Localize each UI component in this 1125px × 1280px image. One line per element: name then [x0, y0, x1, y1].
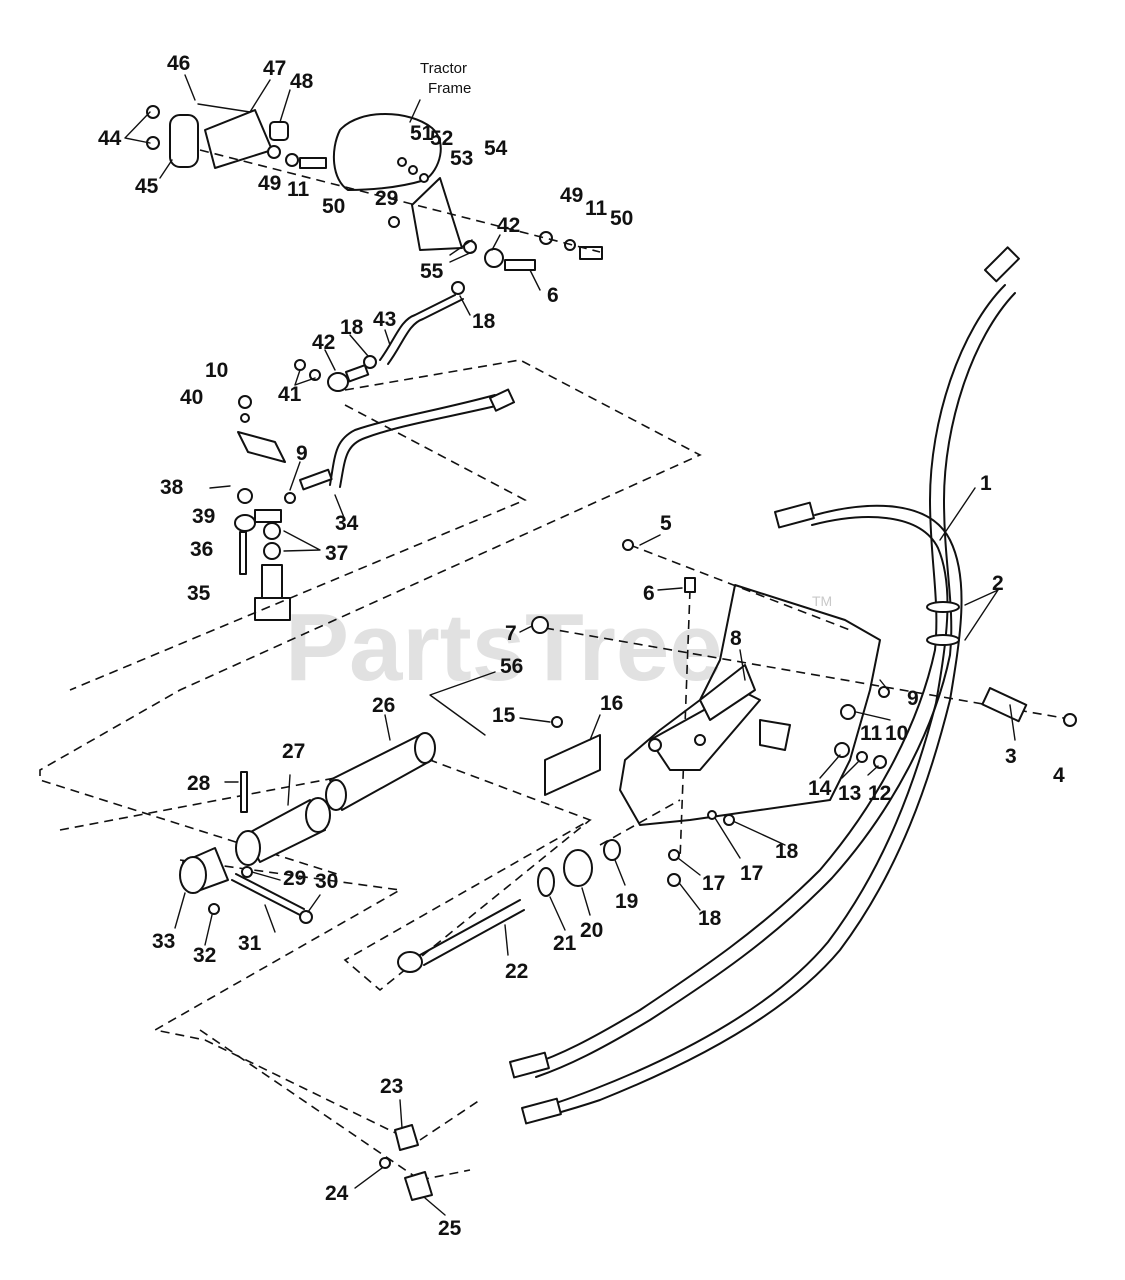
cylinder-assembly	[179, 732, 436, 924]
callout-6b: 6	[547, 284, 559, 307]
callout-25: 25	[438, 1217, 462, 1240]
frame-label-line1: Tractor	[420, 60, 467, 77]
callout-19: 19	[615, 890, 638, 913]
callout-40: 40	[180, 386, 203, 409]
callout-51: 51	[410, 122, 434, 145]
callout-8: 8	[730, 627, 742, 650]
lever-pivot-assembly	[209, 395, 291, 621]
callout-42a: 42	[312, 331, 335, 354]
callout-10a: 10	[885, 722, 908, 745]
shift-lever	[284, 388, 516, 504]
callout-42b: 42	[497, 214, 520, 237]
callout-31: 31	[238, 932, 262, 955]
callout-53: 53	[450, 147, 473, 170]
callout-44: 44	[98, 127, 122, 150]
callout-11c: 11	[585, 197, 608, 220]
tractor-frame: Tractor Frame	[332, 60, 471, 191]
callout-39: 39	[192, 505, 215, 528]
callout-16: 16	[600, 692, 623, 715]
callout-48: 48	[290, 70, 314, 93]
callout-38: 38	[160, 476, 184, 499]
callout-49a: 49	[258, 172, 281, 195]
callout-32: 32	[193, 944, 216, 967]
callout-6a: 6	[643, 582, 655, 605]
callout-20: 20	[580, 919, 603, 942]
callout-55: 55	[420, 260, 444, 283]
frame-label-line2: Frame	[428, 80, 471, 97]
callout-35: 35	[187, 582, 211, 605]
callout-11a: 11	[860, 722, 883, 745]
callout-4: 4	[1053, 764, 1065, 787]
callout-17b: 17	[702, 872, 725, 895]
callout-47: 47	[263, 57, 286, 80]
callout-46: 46	[167, 52, 190, 75]
callout-28: 28	[187, 772, 211, 795]
callout-22: 22	[505, 960, 528, 983]
callout-9b: 9	[296, 442, 308, 465]
callout-26: 26	[372, 694, 395, 717]
callout-labels: 1 2 3 4 5 6 6 7 8 9 9 10 10 11 11 11 12 …	[98, 52, 1065, 1240]
callout-49b: 49	[560, 184, 583, 207]
callout-12: 12	[868, 782, 891, 805]
callout-33: 33	[152, 930, 175, 953]
callout-14: 14	[808, 777, 832, 800]
upper-bracket-assembly	[146, 103, 603, 271]
callout-41: 41	[278, 383, 302, 406]
watermark-trademark: TM	[812, 593, 832, 609]
callout-29a: 29	[283, 867, 306, 890]
callout-34: 34	[335, 512, 359, 535]
leader-lines	[124, 74, 1016, 1216]
callout-13: 13	[838, 782, 861, 805]
callout-23: 23	[380, 1075, 403, 1098]
callout-24: 24	[325, 1182, 349, 1205]
callout-56: 56	[500, 655, 523, 678]
callout-36: 36	[190, 538, 213, 561]
callout-3: 3	[1005, 745, 1017, 768]
callout-54: 54	[484, 137, 508, 160]
callout-11b: 11	[287, 178, 310, 201]
mounting-plate	[544, 584, 881, 826]
callout-52: 52	[430, 127, 453, 150]
callout-50b: 50	[610, 207, 633, 230]
hose-fittings	[379, 1124, 433, 1201]
watermark: PartsTree	[285, 594, 723, 701]
callout-29b: 29	[375, 187, 398, 210]
callout-18b: 18	[698, 907, 722, 930]
callout-18a: 18	[775, 840, 799, 863]
callout-1: 1	[980, 472, 992, 495]
callout-5: 5	[660, 512, 672, 535]
hydraulic-hoses	[508, 246, 1020, 1125]
shift-rod-linkage	[294, 281, 465, 392]
callout-18d: 18	[340, 316, 364, 339]
callout-2: 2	[992, 572, 1004, 595]
callout-7: 7	[505, 622, 517, 645]
callout-9a: 9	[907, 687, 919, 710]
callout-18c: 18	[472, 310, 496, 333]
callout-30: 30	[315, 870, 338, 893]
piston-rod-assembly	[397, 839, 621, 973]
callout-21: 21	[553, 932, 577, 955]
callout-45: 45	[135, 175, 159, 198]
callout-17a: 17	[740, 862, 763, 885]
callout-43: 43	[373, 308, 396, 331]
callout-10b: 10	[205, 359, 228, 382]
callout-37: 37	[325, 542, 348, 565]
callout-50a: 50	[322, 195, 345, 218]
callout-27: 27	[282, 740, 305, 763]
callout-15: 15	[492, 704, 516, 727]
plate-hardware	[531, 539, 1077, 887]
